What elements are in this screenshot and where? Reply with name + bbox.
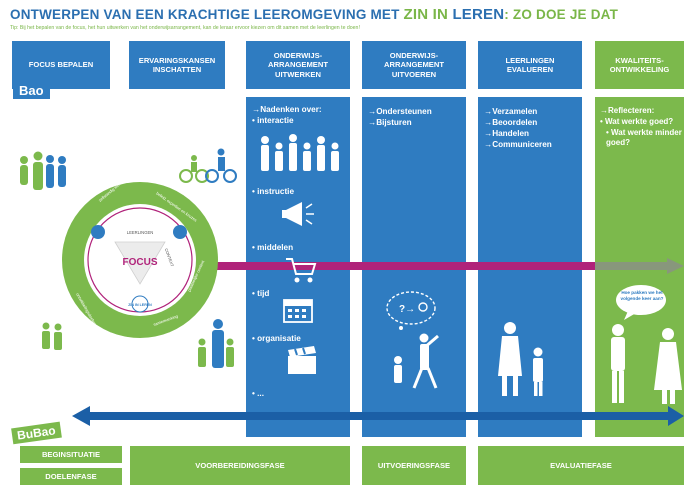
header-leerlingen-evalueren: LEERLINGEN EVALUEREN: [478, 41, 582, 89]
header-kwaliteitsontwikkeling: KWALITEITS-ONTWIKKELING: [595, 41, 684, 89]
phase-voorbereidingsfase: VOORBEREIDINGSFASE: [130, 446, 350, 485]
speech-bubble-text: Hoe pakken we het volgende keer aan?: [620, 290, 664, 301]
column-evalueren-content: →Verzamelen →Beoordelen →Handelen →Commu…: [484, 106, 584, 150]
subtitle-tip: Tip: Bij het bepalen van de focus, het h…: [10, 25, 360, 31]
header-arrangement-uitvoeren: ONDERWIJS-ARRANGEMENT UITVOEREN: [362, 41, 466, 89]
uitvoeren-item-bijsturen: →Bijsturen: [368, 118, 412, 128]
phase-beginsituatie: BEGINSITUATIE: [20, 446, 122, 463]
family-group-icon: [20, 151, 66, 190]
calendar-icon: [283, 299, 313, 323]
circle-inner-context: CONTEXT: [164, 248, 175, 268]
parent-child-icon: [198, 319, 234, 368]
uitvoeren-item-ondersteunen: →Ondersteunen: [368, 107, 432, 116]
evalueren-item-verzamelen: →Verzamelen: [484, 107, 538, 116]
uitwerken-item-interactie: • interactie: [252, 116, 294, 126]
cyclists-icon: [179, 148, 237, 183]
header-focus-bepalen: FOCUS BEPALEN: [12, 41, 110, 89]
uitwerken-item-middelen: • middelen: [252, 243, 294, 252]
phase-uitvoeringsfase: UITVOERINGSFASE: [362, 446, 466, 485]
kids-playing-icon: [394, 333, 439, 389]
megaphone-icon: [282, 202, 314, 226]
circle-inner-zininleren: ZIN IN LEREN: [128, 303, 152, 307]
bidirectional-arrow: [72, 406, 684, 426]
kwaliteit-item-minder-goed: • Wat werkte minder goed?: [606, 127, 682, 148]
kids-icon: [42, 322, 62, 350]
thought-bubble-icon: ?→: [386, 291, 436, 330]
uitwerken-item-instructie: • instructie: [252, 187, 294, 196]
flow-arrow-magenta: [200, 258, 684, 274]
kwaliteit-item-goed: • Wat werkte goed?: [600, 116, 674, 126]
group-people-icon: [261, 134, 339, 171]
column-uitwerken-content: →Nadenken over: • interactie: [252, 104, 352, 126]
shopping-cart-icon: [286, 258, 317, 283]
teachers-talking-icon: [611, 324, 682, 404]
evalueren-item-beoordelen: →Beoordelen: [484, 118, 538, 128]
phase-evaluatiefase: EVALUATIEFASE: [478, 446, 684, 485]
phase-doelenfase: DOELENFASE: [20, 468, 122, 485]
uitwerken-item-more: • ...: [252, 389, 264, 398]
uitwerken-item-tijd: • tijd: [252, 289, 270, 298]
speech-bubble-icon: [616, 285, 666, 320]
evalueren-item-communiceren: →Communiceren: [484, 140, 552, 150]
column-uitvoeren-content: →Ondersteunen →Bijsturen: [368, 106, 468, 128]
header-arrangement-uitwerken: ONDERWIJS-ARRANGEMENT UITWERKEN: [246, 41, 350, 89]
tag-bao: Bao: [13, 82, 50, 99]
kwaliteit-item-reflecteren: →Reflecteren:: [600, 106, 655, 115]
evalueren-item-handelen: →Handelen: [484, 129, 530, 139]
page-title: ONTWERPEN VAN EEN KRACHTIGE LEEROMGEVING…: [10, 6, 619, 23]
column-kwaliteit-content: →Reflecteren: • Wat werkte goed? • Wat w…: [600, 106, 684, 149]
circle-focus-label: FOCUS: [123, 257, 158, 268]
header-ervaringskansen: ERVARINGSKANSEN INSCHATTEN: [129, 41, 225, 89]
circle-inner-leerlingen: LEERLINGEN: [127, 230, 154, 235]
svg-text:?→: ?→: [399, 304, 415, 315]
uitwerken-item-organisatie: • organisatie: [252, 334, 301, 343]
clapperboard-icon: [288, 346, 316, 374]
uitwerken-intro: →Nadenken over:: [252, 105, 322, 114]
teacher-student-icon: [498, 322, 543, 396]
focus-circle-diagram: FOCUS LEERLINGEN CONTEXT ZIN IN LEREN ze…: [62, 172, 218, 348]
